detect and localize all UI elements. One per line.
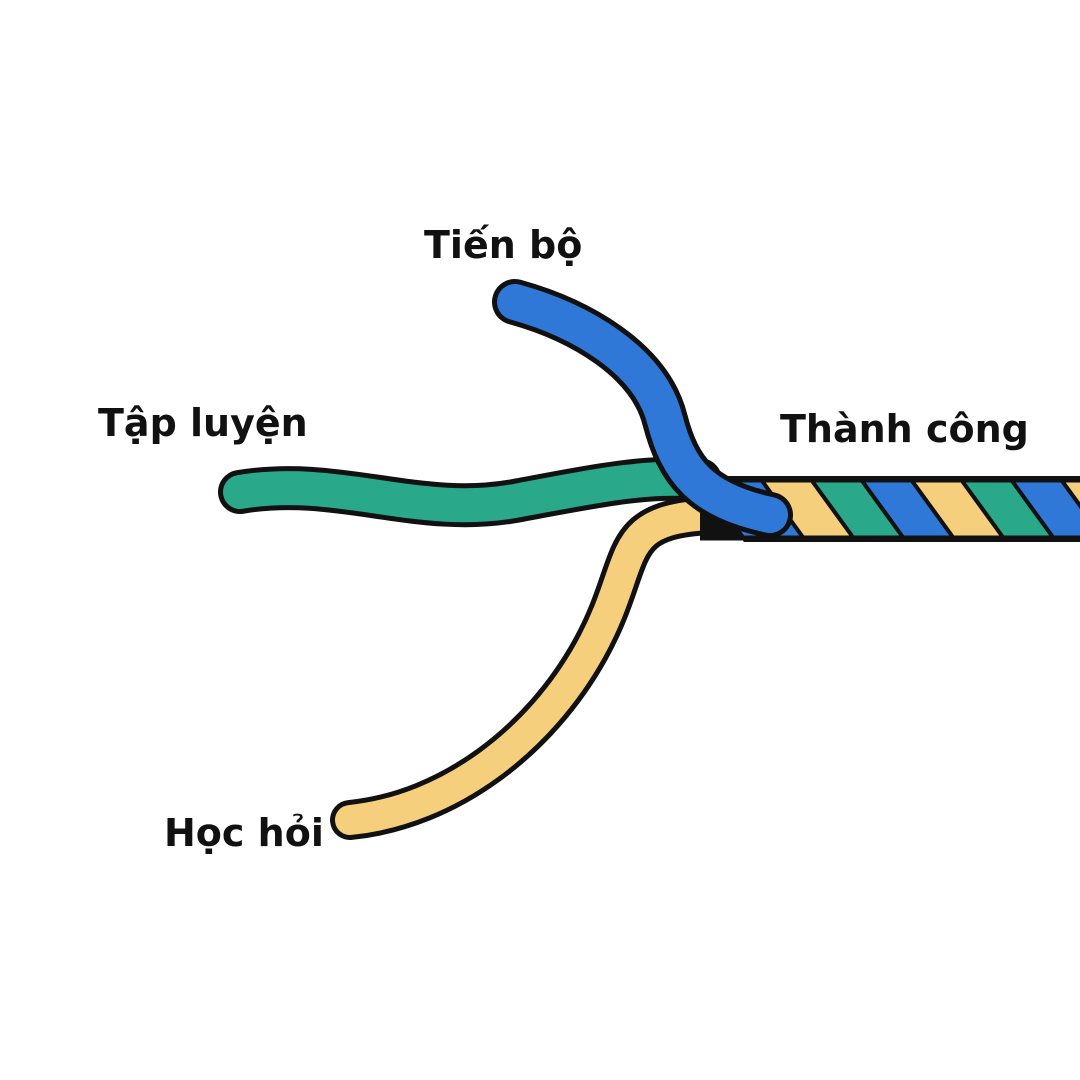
twisted-rope bbox=[700, 476, 1080, 542]
label-thanh-cong: Thành công bbox=[780, 407, 1029, 451]
label-hoc-hoi: Học hỏi bbox=[164, 811, 324, 855]
green-strand bbox=[218, 456, 722, 528]
blue-strand bbox=[492, 279, 793, 538]
yellow-strand bbox=[330, 495, 730, 840]
label-tien-bo: Tiến bộ bbox=[424, 223, 583, 267]
label-tap-luyen: Tập luyện bbox=[98, 401, 308, 445]
